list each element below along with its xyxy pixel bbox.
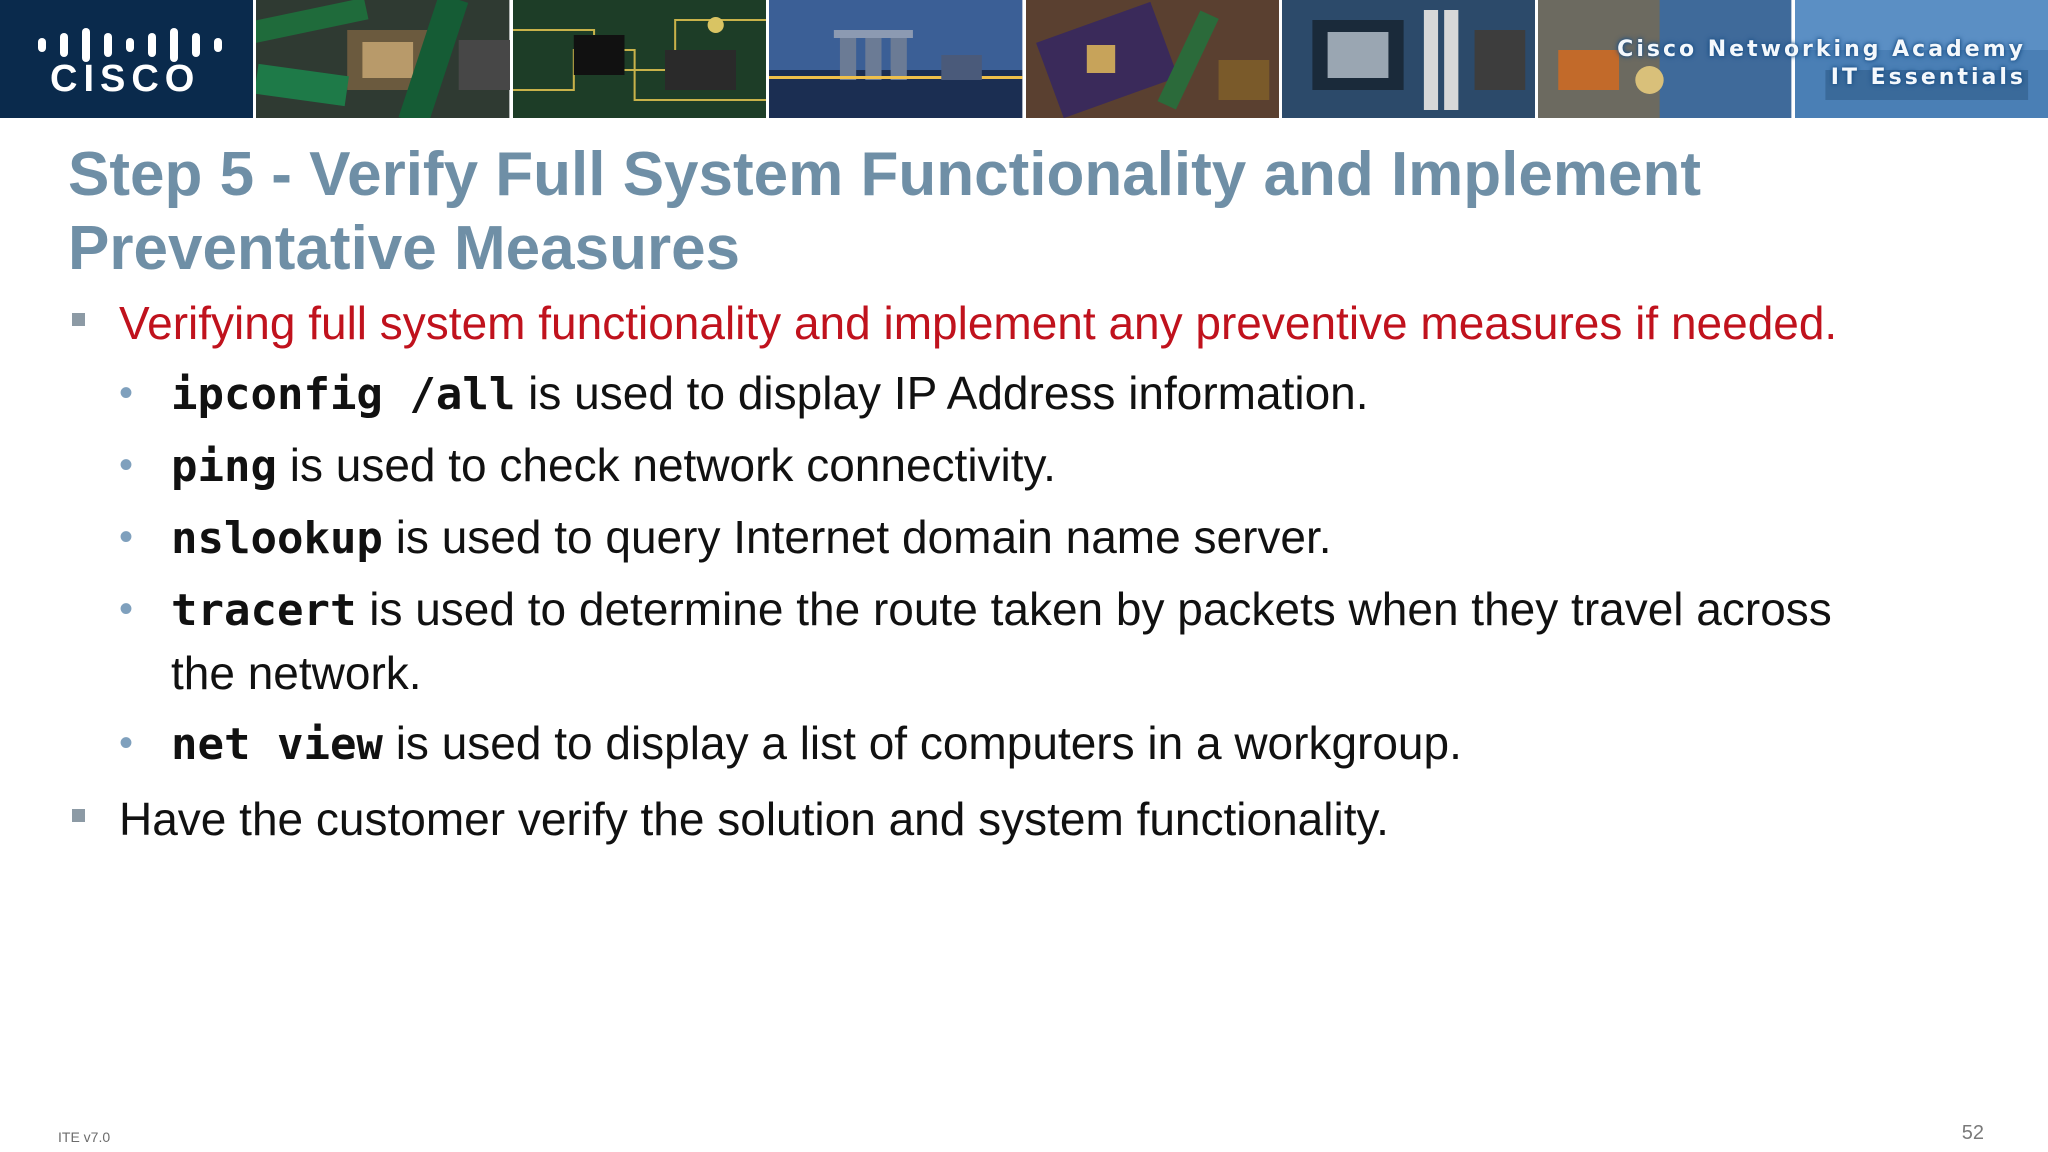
command-name: tracert — [171, 585, 357, 636]
header-banner: CISCO — [0, 0, 2048, 118]
banner-photo-essentials — [1794, 0, 2048, 118]
slide-title: Step 5 - Verify Full System Functionalit… — [68, 140, 1702, 283]
academy-label: Cisco Networking Academy IT Essentials — [1617, 36, 2026, 92]
command-name: ipconfig /all — [171, 369, 516, 420]
round-bullet-icon: • — [119, 443, 134, 487]
command-item-ping: • ping is used to check network connecti… — [0, 434, 1851, 498]
course-version: ITE v7.0 — [58, 1129, 111, 1145]
command-item-nslookup: • nslookup is used to query Internet dom… — [0, 506, 1851, 570]
command-name: net view — [171, 719, 383, 770]
banner-photo-skyline — [769, 0, 1023, 118]
bullet-text: Have the customer verify the solution an… — [119, 793, 1389, 845]
bullet-customer-verify: Have the customer verify the solution an… — [0, 788, 1859, 850]
command-description: is used to determine the route taken by … — [171, 583, 1832, 699]
bullet-text: Verifying full system functionality and … — [119, 297, 1838, 349]
square-bullet-icon — [72, 809, 85, 822]
command-description: is used to query Internet domain name se… — [382, 511, 1332, 563]
command-description: is used to display IP Address informatio… — [515, 367, 1369, 419]
slide-content: Verifying full system functionality and … — [0, 292, 2048, 858]
academy-line-1: Cisco Networking Academy — [1617, 37, 2026, 62]
cisco-logo: CISCO — [0, 0, 254, 118]
cisco-bars-icon — [38, 28, 222, 62]
banner-photo-components — [256, 0, 510, 118]
banner-photo-academy — [1538, 0, 1792, 118]
academy-line-2: IT Essentials — [1830, 65, 2026, 90]
bullet-verify-functionality: Verifying full system functionality and … — [0, 292, 1859, 354]
round-bullet-icon: • — [119, 721, 134, 765]
command-item-net-view: • net view is used to display a list of … — [0, 712, 1851, 776]
command-description: is used to check network connectivity. — [276, 439, 1056, 491]
round-bullet-icon: • — [119, 371, 134, 415]
banner-photo-motherboard — [1281, 0, 1536, 118]
command-item-ipconfig: • ipconfig /all is used to display IP Ad… — [0, 362, 1851, 426]
banner-photo-workbench — [1025, 0, 1279, 118]
round-bullet-icon: • — [119, 515, 134, 559]
page-number: 52 — [1961, 1122, 1984, 1144]
banner-photo-circuit — [512, 0, 767, 118]
cisco-wordmark: CISCO — [50, 58, 201, 100]
command-description: is used to display a list of computers i… — [382, 717, 1462, 769]
square-bullet-icon — [72, 313, 85, 326]
command-item-tracert: • tracert is used to determine the route… — [0, 578, 1851, 704]
round-bullet-icon: • — [119, 587, 134, 631]
command-name: ping — [171, 441, 277, 492]
command-name: nslookup — [171, 513, 383, 564]
